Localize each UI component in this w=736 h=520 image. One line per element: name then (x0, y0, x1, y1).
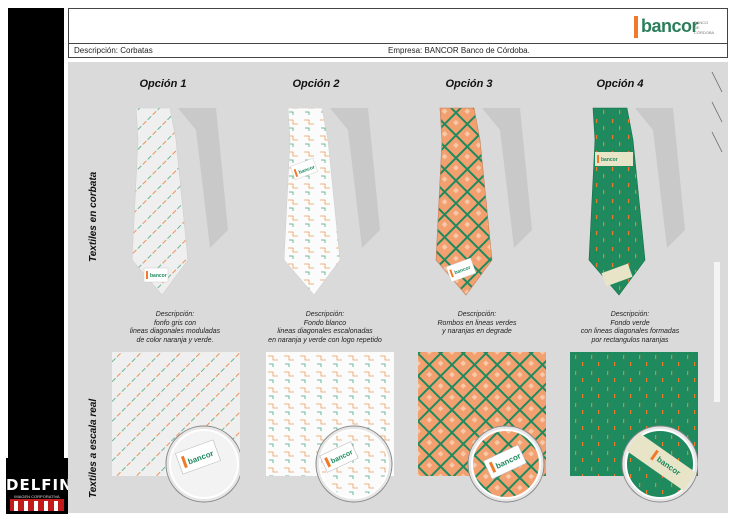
option-1-desc-line: de color naranja y verde. (136, 336, 214, 344)
option-3-desc-title: Descripción: (457, 311, 497, 318)
option-3-desc-line: Rombos en lineas verdes (437, 319, 517, 327)
left-sidebar-bar (8, 8, 64, 513)
tie-option-2: bancor (283, 107, 380, 296)
option-4-desc-line: por rectangulos naranjas (591, 336, 669, 344)
option-2-desc-title: Descripción: (305, 311, 345, 318)
right-edge-marks (711, 71, 723, 402)
option-2-desc-line: lineas diagonales escalonadas (277, 328, 373, 335)
description-label: Descripción: Corbatas (74, 46, 153, 55)
svg-text:bancor: bancor (601, 157, 618, 163)
option-4-description: Descripción: Fondo verde con lineas diag… (555, 311, 705, 345)
option-2-desc-line: en naranja y verde con logo repetido (268, 336, 382, 344)
header-box (68, 8, 728, 58)
tie-option-4: bancor (588, 107, 685, 296)
option-3-description: Descripción: Rombos en lineas verdes y n… (402, 311, 552, 337)
option-2-desc-line: Fondo blanco (303, 319, 347, 327)
header-divider (68, 43, 728, 44)
svg-text:bancor: bancor (298, 164, 316, 175)
option-1-desc-line: fonfo gris con (153, 319, 197, 327)
option-1-title: Opción 1 (139, 78, 187, 90)
row-label-ties: Textiles en corbata (88, 171, 99, 262)
option-4-desc-line: con lineas diagonales formadas (580, 328, 680, 335)
svg-text:bancor: bancor (454, 265, 472, 276)
row-label-swatches: Textiles a escala real (88, 398, 99, 498)
option-1-description: Descripción: fonfo gris con lineas diago… (100, 311, 250, 345)
option-3-desc-line: y naranjas en degrade (442, 328, 512, 335)
option-1-desc-line: lineas diagonales moduladas (129, 328, 221, 335)
option-4-desc-title: Descripción: (610, 311, 650, 318)
swatch-option-4: bancor (570, 352, 698, 503)
bancor-logo-subtext: BANCO DE CÓRDOBA (694, 20, 715, 35)
swatch-option-3: bancor (418, 352, 546, 503)
delfin-logo-text: DELFIN (6, 476, 73, 494)
company-label: Empresa: BANCOR Banco de Córdoba. (388, 46, 530, 55)
bancor-logo-text: bancor (641, 16, 699, 36)
tie-option-3: bancor (435, 107, 532, 296)
swatch-option-1: bancor (112, 352, 240, 503)
tie-option-1: bancor (131, 107, 228, 296)
svg-text:bancor: bancor (150, 273, 167, 279)
option-4-desc-line: Fondo verde (610, 319, 650, 327)
option-1-desc-title: Descripción: (155, 311, 195, 318)
logo-stripes-icon (10, 499, 64, 511)
option-4-title: Opción 4 (596, 78, 644, 90)
bancor-logo-bar (634, 16, 638, 38)
option-2-description: Descripción: Fondo blanco lineas diagona… (250, 311, 400, 345)
delfin-logo-subtitle: IMAGEN CORPORATIVA (14, 494, 60, 499)
option-2-title: Opción 2 (292, 78, 340, 90)
option-3-title: Opción 3 (445, 78, 493, 90)
swatch-option-2: bancor (266, 352, 394, 503)
